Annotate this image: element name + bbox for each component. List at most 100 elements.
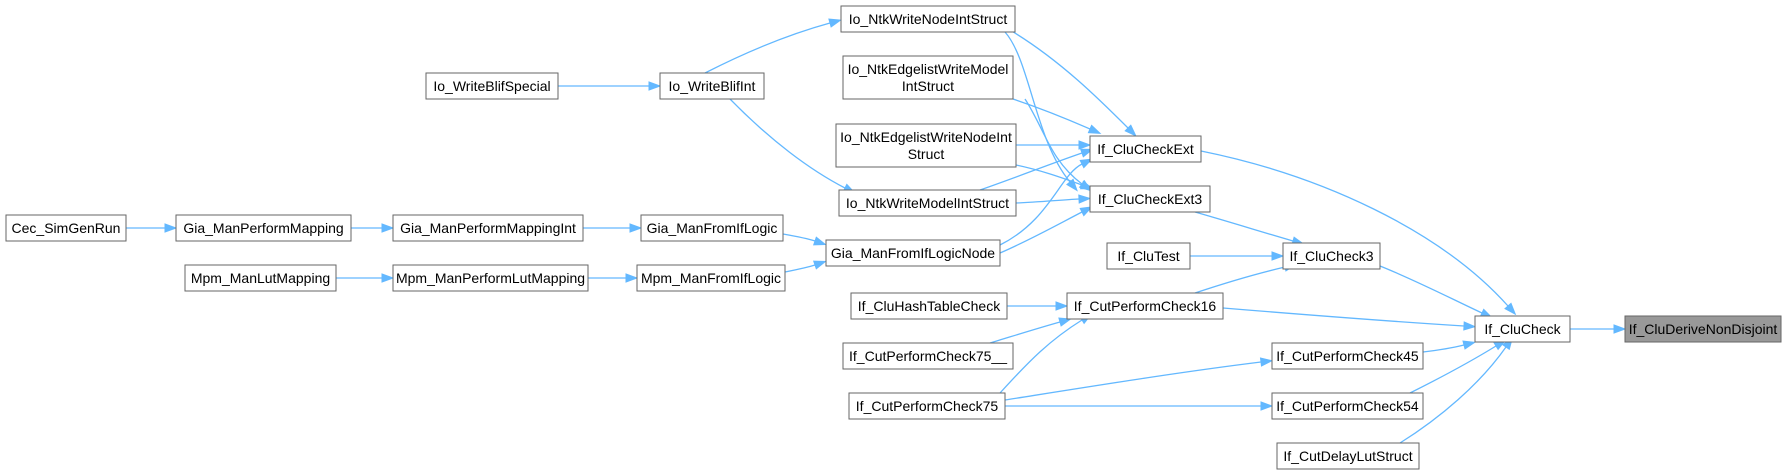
edge-arrowhead: [648, 81, 662, 91]
node-box: [1624, 315, 1782, 343]
edge-line: [1222, 307, 1465, 327]
node-clucheck[interactable]: If_CluCheck: [1474, 315, 1571, 343]
node-clutest[interactable]: If_CluTest: [1106, 242, 1191, 270]
node-clucheck3[interactable]: If_CluCheck3: [1282, 242, 1381, 270]
node-giapm[interactable]: Gia_ManPerformMapping: [175, 214, 352, 242]
edge-arrowhead: [1079, 148, 1094, 158]
edge-mpmfromif-to-gianode: [784, 260, 827, 273]
edge-arrowhead: [1271, 251, 1285, 261]
node-mpmplut[interactable]: Mpm_ManPerformLutMapping: [392, 264, 589, 292]
edge-arrowhead: [1613, 324, 1627, 334]
node-cpc54[interactable]: If_CutPerformCheck54: [1271, 392, 1424, 420]
node-giapmint[interactable]: Gia_ManPerformMappingInt: [392, 214, 584, 242]
edge-line: [1024, 98, 1083, 185]
node-cluhash[interactable]: If_CluHashTableCheck: [850, 292, 1008, 320]
edge-line: [1004, 361, 1262, 401]
edge-line: [999, 211, 1083, 254]
edge-line: [1004, 31, 1071, 183]
node-mpmlut[interactable]: Mpm_ManLutMapping: [184, 264, 337, 292]
node-giafromif[interactable]: Gia_ManFromIfLogic: [640, 214, 784, 242]
node-cpc75[interactable]: If_CutPerformCheck75: [848, 392, 1006, 420]
node-writeblifspecial[interactable]: Io_WriteBlifSpecial: [425, 72, 559, 100]
edge-edgelistnode-to-clucheckext3: [1015, 164, 1094, 190]
edge-arrowhead: [812, 236, 827, 246]
node-label: If_CutPerformCheck45: [1276, 348, 1419, 364]
edge-arrowhead: [1259, 357, 1274, 367]
node-box: [1106, 242, 1191, 270]
node-label: Gia_ManFromIfLogic: [647, 220, 778, 236]
node-label: If_CluCheckExt3: [1098, 191, 1202, 207]
node-cpc16[interactable]: If_CutPerformCheck16: [1066, 292, 1224, 320]
edge-arrowhead: [1079, 206, 1094, 217]
edge-clucheckext-to-clucheck: [1200, 150, 1517, 316]
edge-line: [782, 233, 816, 242]
edge-cecsim-to-giapm: [126, 223, 178, 233]
node-label: IntStruct: [902, 78, 954, 94]
node-root[interactable]: If_CluDeriveNonDisjoint: [1624, 315, 1782, 343]
nodes-layer: If_CluDeriveNonDisjoint If_CluCheck If_Clu…: [5, 5, 1782, 470]
edge-cpc75-to-cpc45: [1004, 357, 1274, 401]
edge-arrowhead: [1087, 124, 1102, 134]
node-box: [184, 264, 337, 292]
node-label: If_CluDeriveNonDisjoint: [1629, 321, 1778, 337]
edge-line: [999, 319, 1083, 394]
node-label: If_CluCheck3: [1289, 248, 1373, 264]
node-box: [825, 239, 1001, 267]
edge-mpmlut-to-mpmplut: [336, 273, 395, 283]
edges-layer: [126, 18, 1627, 444]
edge-line: [989, 321, 1061, 344]
node-ntkwritenode[interactable]: Io_NtkWriteNodeIntStruct: [840, 5, 1016, 33]
node-box: [1089, 135, 1202, 163]
node-box: [842, 55, 1014, 100]
node-cpc75u[interactable]: If_CutPerformCheck75__: [842, 342, 1014, 370]
node-gianode[interactable]: Gia_ManFromIfLogicNode: [825, 239, 1001, 267]
edge-writeblifspecial-to-writeblifint: [558, 81, 662, 91]
node-label: Struct: [908, 146, 945, 162]
node-box: [1282, 242, 1381, 270]
node-cpc45[interactable]: If_CutPerformCheck45: [1271, 342, 1424, 370]
edge-cpc45-to-clucheck: [1422, 340, 1477, 353]
node-label: If_CluTest: [1117, 248, 1179, 264]
node-box: [1271, 342, 1424, 370]
edge-gianode-to-clucheckext: [999, 158, 1094, 246]
node-label: If_CluHashTableCheck: [858, 298, 1001, 314]
edge-line: [729, 98, 846, 189]
node-mpmfromif[interactable]: Mpm_ManFromIfLogic: [636, 264, 786, 292]
edge-arrowhead: [1058, 317, 1072, 327]
node-label: Gia_ManPerformMapping: [183, 220, 343, 236]
edge-clucheckext3-to-clucheck3: [1194, 211, 1306, 246]
node-clucheckext[interactable]: If_CluCheckExt: [1089, 135, 1202, 163]
node-label: Gia_ManFromIfLogicNode: [831, 245, 995, 261]
node-label: Io_WriteBlifInt: [669, 78, 756, 94]
edge-arrowhead: [1462, 340, 1477, 350]
node-box: [842, 342, 1014, 370]
node-box: [1474, 315, 1571, 343]
node-writeblifint[interactable]: Io_WriteBlifInt: [659, 72, 765, 100]
edge-line: [1200, 150, 1509, 307]
node-label: Gia_ManPerformMappingInt: [400, 220, 576, 236]
edge-cpc16-to-clucheck3: [1194, 262, 1298, 294]
node-cutdelay[interactable]: If_CutDelayLutStruct: [1276, 442, 1420, 470]
edge-arrowhead: [164, 223, 178, 233]
node-cecsim[interactable]: Cec_SimGenRun: [5, 214, 127, 242]
edge-arrowhead: [625, 273, 639, 283]
node-box: [392, 264, 589, 292]
edge-arrowhead: [1055, 301, 1069, 311]
edge-arrowhead: [1078, 194, 1092, 204]
node-box: [659, 72, 765, 100]
edge-line: [1409, 345, 1497, 394]
node-box: [835, 123, 1017, 168]
edge-giafromif-to-gianode: [782, 233, 827, 246]
node-label: If_CutPerformCheck54: [1276, 398, 1419, 414]
edge-gianode-to-clucheckext3: [999, 206, 1094, 254]
node-ntkwritemodel[interactable]: Io_NtkWriteModelIntStruct: [838, 189, 1017, 217]
edge-giapmint-to-giafromif: [583, 223, 643, 233]
edge-giapm-to-giapmint: [351, 223, 395, 233]
edge-cpc16-to-clucheck: [1222, 307, 1477, 331]
node-box: [175, 214, 352, 242]
node-clucheckext3[interactable]: If_CluCheckExt3: [1089, 185, 1211, 213]
edge-line: [999, 163, 1083, 246]
edge-arrowhead: [812, 260, 827, 270]
